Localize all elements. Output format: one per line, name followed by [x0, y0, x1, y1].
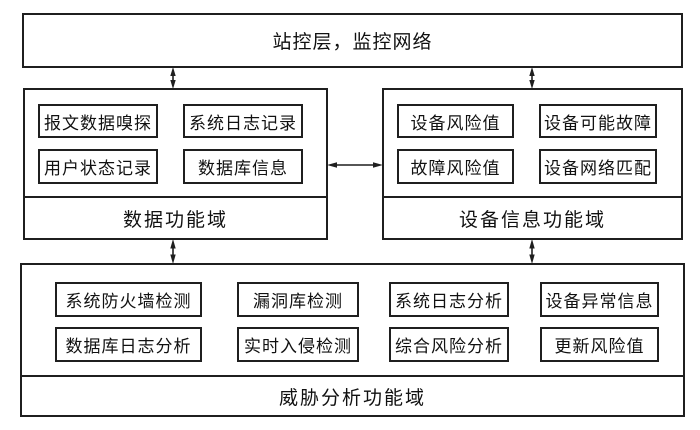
arrow-device-to-threat-domain: [529, 239, 535, 264]
item-device-risk-value: 设备风险值: [397, 104, 514, 138]
arrow-station-to-data-domain: [170, 67, 176, 89]
item-realtime-intrusion-detection: 实时入侵检测: [237, 327, 359, 362]
arrow-station-to-device-domain: [529, 67, 535, 89]
item-database-information: 数据库信息: [183, 149, 303, 184]
device-info-domain-label-strip: 设备信息功能域: [384, 196, 681, 238]
arrow-data-to-device-domain: [327, 162, 383, 168]
item-packet-data-sniffing: 报文数据嗅探: [38, 104, 158, 138]
item-device-possible-fault: 设备可能故障: [539, 104, 657, 138]
data-function-domain-label-strip: 数据功能域: [25, 196, 326, 238]
item-system-log-analysis: 系统日志分析: [389, 282, 509, 317]
item-update-risk-value: 更新风险值: [540, 327, 659, 362]
item-vulnerability-db-detection: 漏洞库检测: [237, 282, 359, 317]
device-info-domain-content: 设备风险值 设备可能故障 故障风险值 设备网络匹配: [384, 90, 681, 196]
threat-analysis-domain-box: 系统防火墙检测 漏洞库检测 系统日志分析 设备异常信息 数据库日志分析 实时入侵…: [20, 263, 685, 417]
device-info-domain-box: 设备风险值 设备可能故障 故障风险值 设备网络匹配 设备信息功能域: [382, 88, 683, 240]
station-control-layer-label: 站控层，监控网络: [272, 32, 433, 53]
threat-analysis-domain-content: 系统防火墙检测 漏洞库检测 系统日志分析 设备异常信息 数据库日志分析 实时入侵…: [22, 265, 683, 375]
item-fault-risk-value: 故障风险值: [397, 149, 514, 184]
data-function-domain-content: 报文数据嗅探 系统日志记录 用户状态记录 数据库信息: [25, 90, 326, 196]
item-device-anomaly-information: 设备异常信息: [540, 282, 659, 317]
item-system-log-recording: 系统日志记录: [183, 104, 303, 138]
station-control-layer-box: 站控层，监控网络: [22, 13, 683, 68]
device-info-domain-label: 设备信息功能域: [458, 209, 606, 231]
item-comprehensive-risk-analysis: 综合风险分析: [389, 327, 509, 362]
arrow-data-to-threat-domain: [170, 239, 176, 264]
item-user-status-recording: 用户状态记录: [38, 149, 158, 184]
threat-analysis-domain-label-strip: 威胁分析功能域: [22, 375, 683, 415]
data-function-domain-box: 报文数据嗅探 系统日志记录 用户状态记录 数据库信息 数据功能域: [23, 88, 328, 240]
item-device-network-matching: 设备网络匹配: [539, 149, 657, 184]
item-database-log-analysis: 数据库日志分析: [55, 327, 202, 362]
data-function-domain-label: 数据功能域: [122, 209, 228, 231]
item-system-firewall-detection: 系统防火墙检测: [55, 282, 202, 317]
threat-analysis-domain-label: 威胁分析功能域: [278, 387, 426, 409]
